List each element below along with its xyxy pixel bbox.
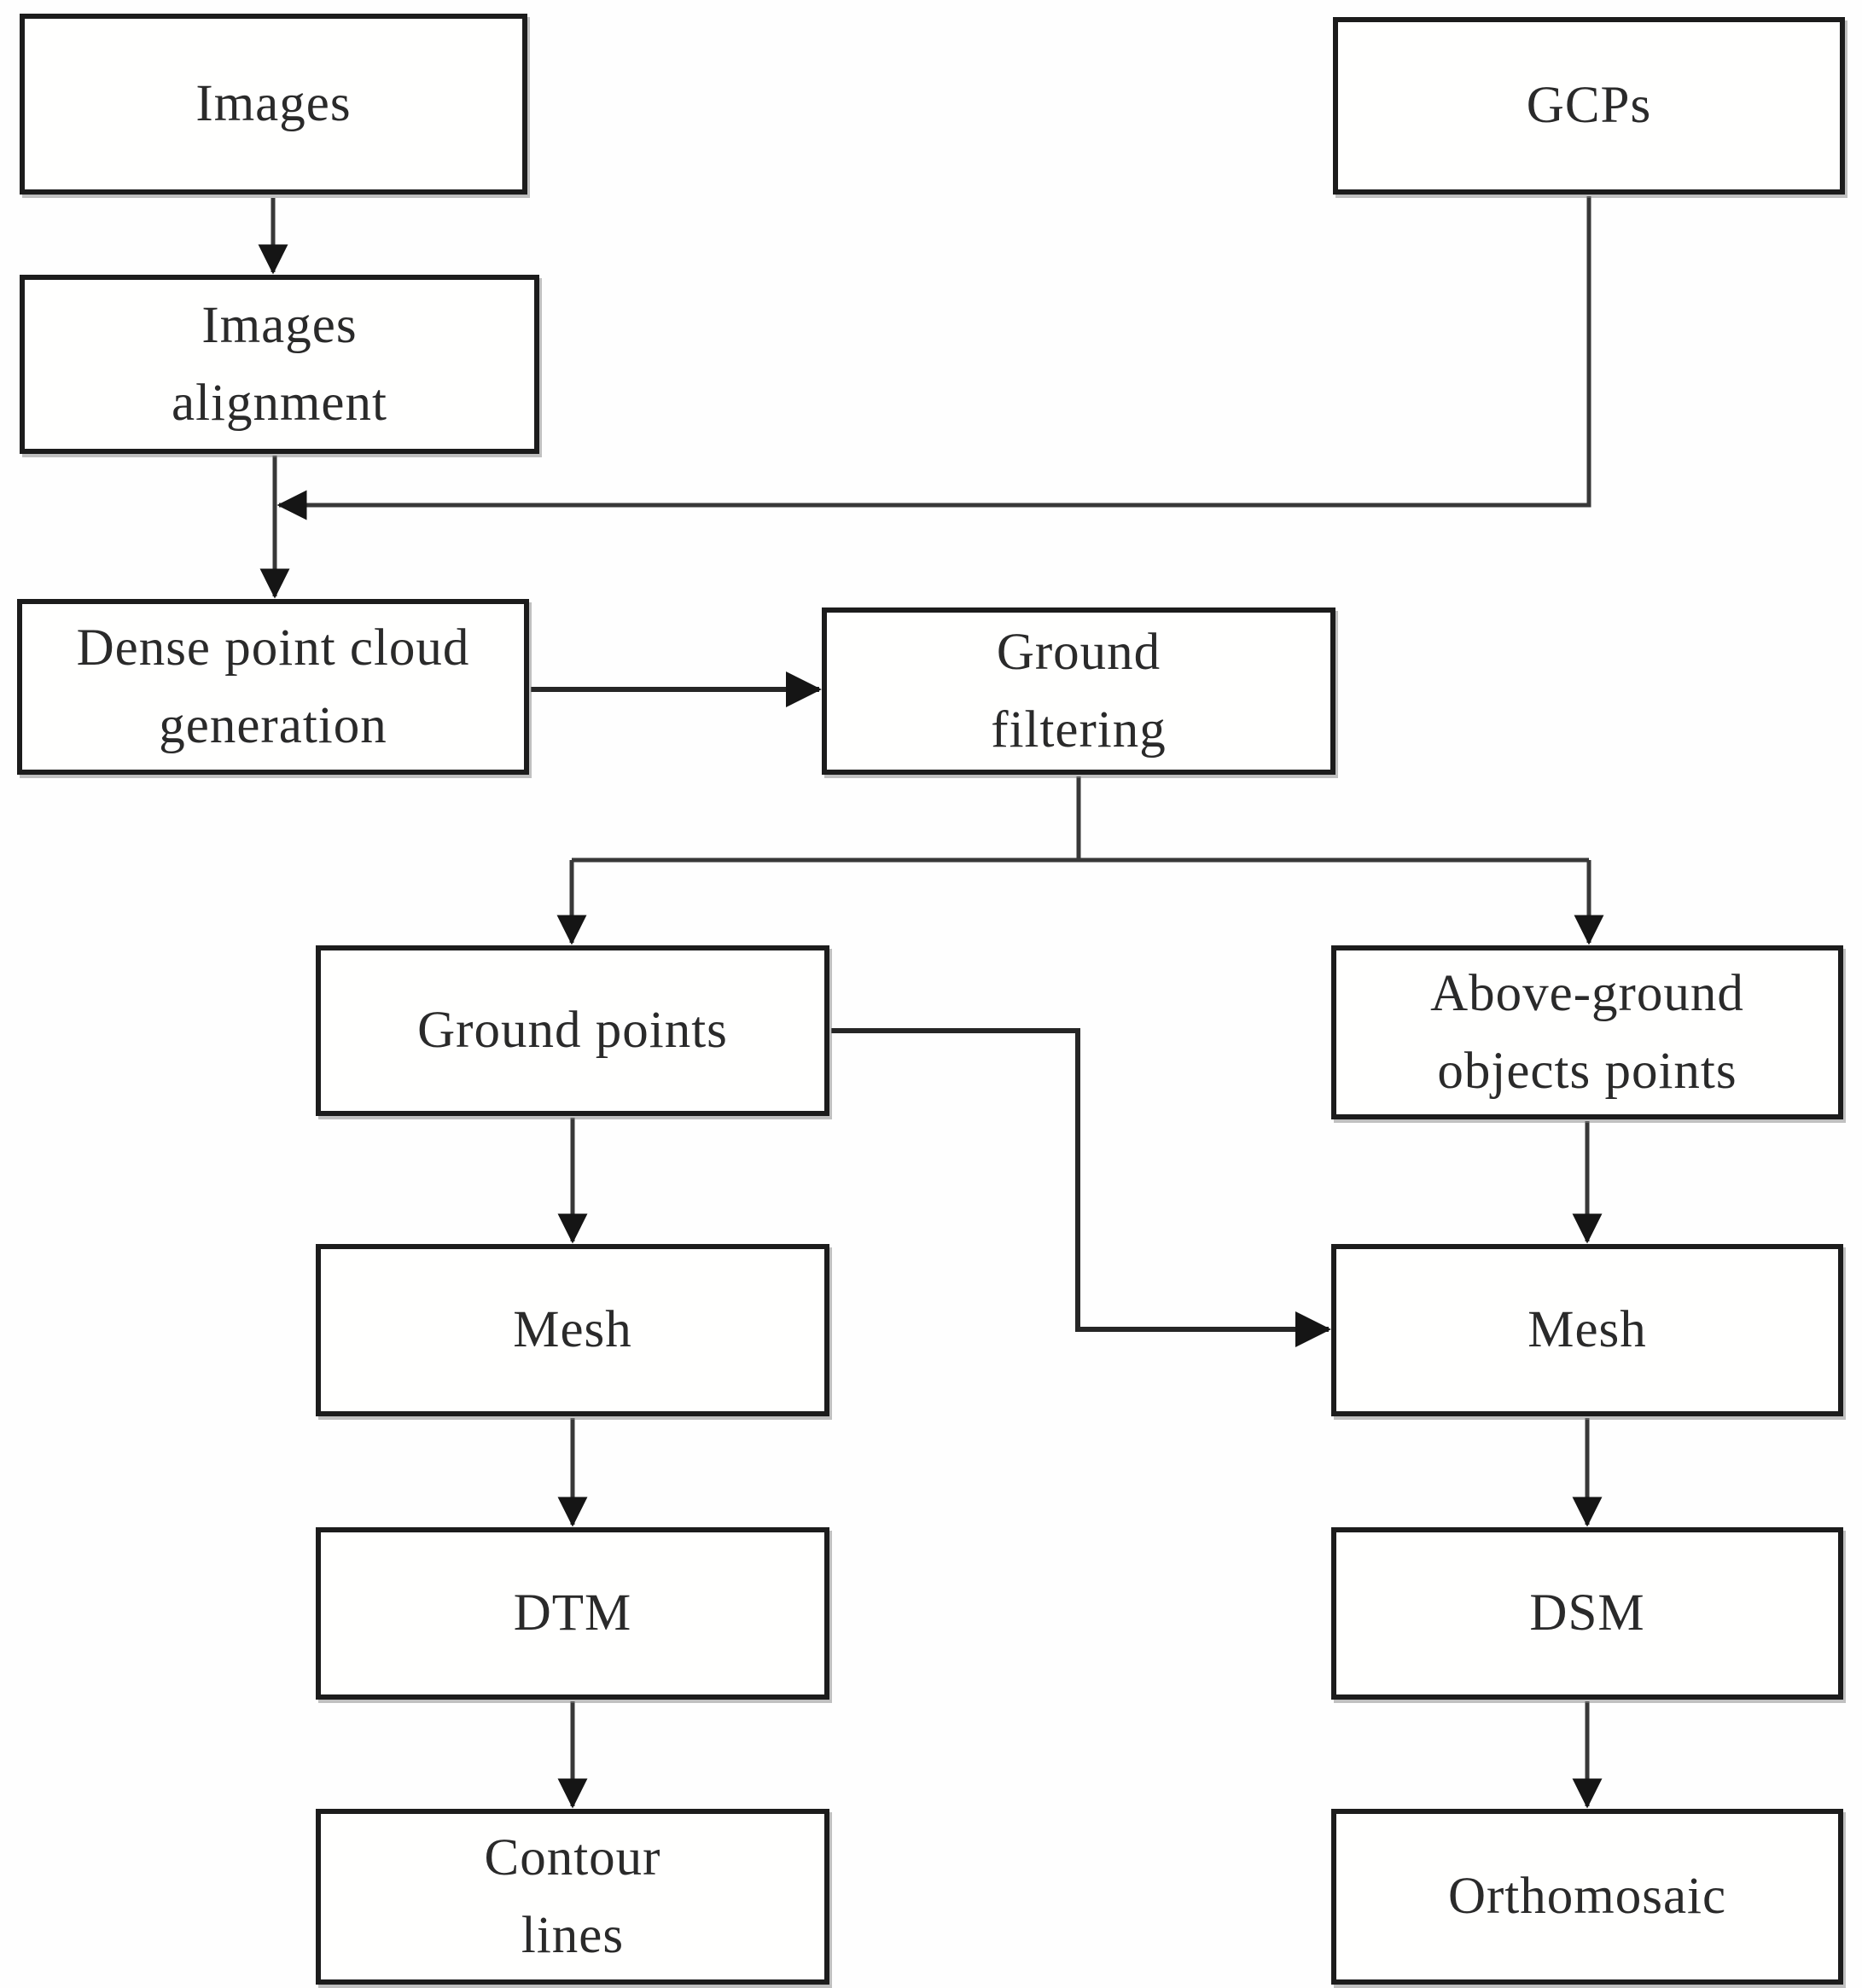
- node-dense-point-cloud-generation: Dense point cloud generation: [17, 599, 529, 775]
- node-label: alignment: [172, 375, 387, 432]
- node-dtm: DTM: [316, 1527, 829, 1700]
- node-label: generation: [159, 697, 387, 754]
- node-label: Orthomosaic: [1447, 1868, 1727, 1926]
- node-label: Images: [195, 75, 352, 133]
- edge-gcps-to-alignment-dense-junction: [276, 196, 1591, 520]
- node-ground-filtering: Ground filtering: [822, 607, 1335, 775]
- node-label: objects points: [1437, 1043, 1737, 1100]
- node-gcps: GCPs: [1333, 17, 1845, 195]
- node-label: GCPs: [1526, 77, 1652, 135]
- node-mesh-above-ground: Mesh: [1331, 1244, 1843, 1416]
- node-label: Mesh: [513, 1301, 632, 1359]
- node-above-ground-objects-points: Above-ground objects points: [1331, 945, 1843, 1119]
- node-label: Ground: [996, 623, 1161, 681]
- node-label: DSM: [1529, 1584, 1645, 1642]
- node-label: Ground points: [417, 1002, 728, 1060]
- node-label: filtering: [991, 701, 1167, 759]
- node-images: Images: [20, 14, 527, 195]
- node-ground-points: Ground points: [316, 945, 829, 1116]
- node-label: Contour: [484, 1828, 661, 1886]
- node-label: Images: [201, 296, 358, 354]
- node-orthomosaic: Orthomosaic: [1331, 1809, 1843, 1985]
- node-label: DTM: [513, 1584, 632, 1642]
- node-label: Above-ground: [1430, 964, 1744, 1022]
- node-contour-lines: Contour lines: [316, 1809, 829, 1985]
- edge-ground-points-to-mesh-above-ground: [831, 1028, 1331, 1347]
- node-label: lines: [521, 1907, 625, 1964]
- node-label: Dense point cloud: [76, 619, 470, 677]
- node-mesh-ground: Mesh: [316, 1244, 829, 1416]
- node-images-alignment: Images alignment: [20, 275, 539, 454]
- node-dsm: DSM: [1331, 1527, 1843, 1700]
- node-label: Mesh: [1527, 1301, 1647, 1359]
